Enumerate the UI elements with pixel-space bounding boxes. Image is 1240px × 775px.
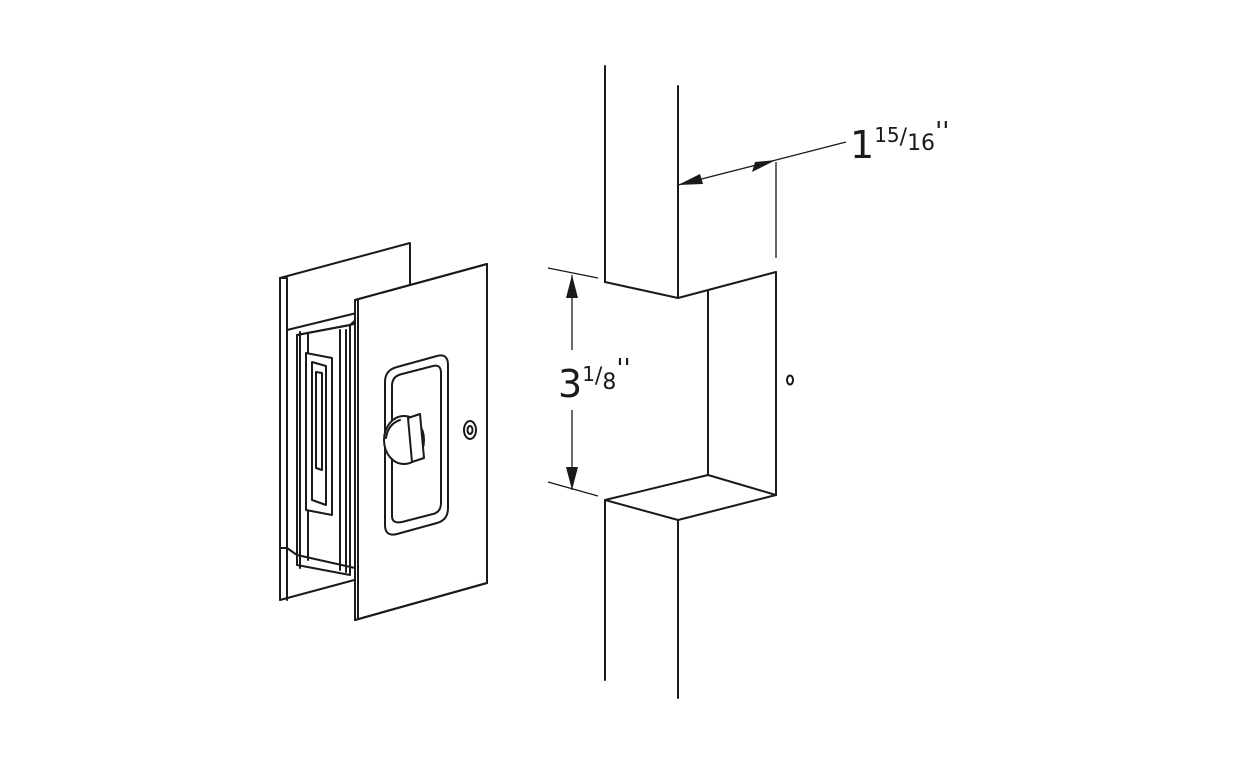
lock-assembly — [279, 242, 488, 621]
screw-hole-icon — [786, 374, 794, 386]
depth-denominator: 16 — [907, 131, 935, 156]
depth-dimension: 115/16'' — [677, 117, 949, 258]
depth-unit: '' — [935, 117, 949, 147]
depth-dimension-label: 115/16'' — [850, 117, 949, 167]
door-edge — [604, 65, 794, 699]
height-denominator: 8 — [602, 370, 616, 395]
height-numerator: 1 — [582, 362, 595, 386]
depth-whole: 1 — [850, 123, 874, 167]
depth-numerator: 15 — [874, 123, 899, 147]
mounting-hole-icon — [463, 420, 477, 440]
latch-slot — [305, 352, 333, 516]
height-slash: / — [595, 364, 603, 389]
height-whole: 3 — [558, 362, 582, 406]
height-unit: '' — [616, 354, 630, 384]
height-dimension-label: 31/8'' — [558, 354, 631, 406]
pull-cup — [384, 354, 449, 536]
turn-knob-icon — [383, 413, 425, 465]
height-dimension: 31/8'' — [547, 267, 631, 497]
depth-slash: / — [900, 125, 908, 150]
